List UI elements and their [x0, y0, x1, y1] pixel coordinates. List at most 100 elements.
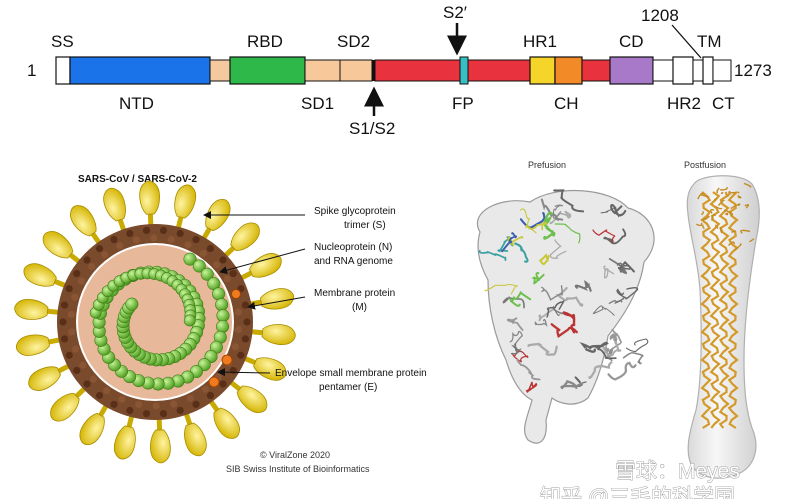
- postfusion-ribbon: [737, 191, 740, 194]
- ss-label: SS: [51, 32, 74, 51]
- membrane-protein: [126, 229, 134, 238]
- membrane-protein: [83, 380, 91, 388]
- prefusion-ribbon: [531, 272, 545, 285]
- postfusion-ribbon: [728, 190, 736, 194]
- membrane-protein: [192, 236, 200, 244]
- postfusion-ribbon: [743, 182, 752, 188]
- prefusion-ribbon: [552, 204, 564, 219]
- prefusion-ribbon: [543, 226, 556, 240]
- postfusion-ribbon: [697, 192, 705, 200]
- domain-map: 1 1273 SS RBD SD2 HR1 CD TM 1208 S2′ NTD: [27, 3, 772, 138]
- domain-hr1-box: [529, 56, 556, 85]
- membrane-protein: [126, 406, 134, 415]
- domain-tm-box: [702, 56, 714, 85]
- white-segment-2: [692, 59, 704, 82]
- membrane-protein: [176, 406, 184, 415]
- membrane-protein: [88, 263, 96, 271]
- s1s2-cleavage-bar: [372, 60, 375, 81]
- s2-segment-3: [581, 59, 611, 82]
- domain-fp-box: [459, 56, 469, 85]
- credit-line-1: © ViralZone 2020: [260, 450, 330, 460]
- membrane-protein: [71, 345, 80, 353]
- membrane-protein: [176, 229, 184, 238]
- nucleo-bead: [192, 259, 206, 273]
- membrane-protein: [201, 385, 209, 393]
- postfusion-ribbon: [701, 215, 710, 221]
- membrane-protein: [83, 256, 91, 264]
- membrane-protein: [101, 251, 109, 259]
- domain-ss-box: [55, 56, 71, 85]
- membrane-protein: [65, 285, 73, 293]
- membrane-protein: [219, 380, 227, 388]
- postfusion-ribbon: [727, 193, 731, 197]
- nucleo-bead: [215, 298, 229, 312]
- sd1-label: SD1: [301, 94, 334, 113]
- prefusion-ribbon: [603, 265, 615, 279]
- virion-body: [14, 180, 296, 464]
- prefusion-ribbon: [622, 351, 644, 365]
- start-residue-label: 1: [27, 61, 36, 80]
- membrane-protein: [237, 351, 245, 359]
- prefusion-ribbon: [516, 358, 541, 381]
- membrane-protein: [67, 310, 75, 319]
- membrane-protein: [142, 410, 151, 418]
- membrane-protein: [186, 394, 194, 402]
- prefusion-ribbon: [602, 340, 622, 357]
- membrane-protein: [95, 391, 104, 400]
- envelope-label-2: pentamer (E): [319, 382, 377, 393]
- prefusion-ribbon: [540, 198, 564, 222]
- postfusion-ribbon: [702, 224, 705, 230]
- prefusion-ribbon: [514, 242, 529, 263]
- membrane-protein: [135, 400, 143, 409]
- ct-label: CT: [712, 94, 735, 113]
- prefusion-ribbon: [609, 333, 618, 342]
- ntd-label: NTD: [119, 94, 154, 113]
- membrane-protein: [150, 234, 158, 242]
- nucleocapsid-beads: [89, 252, 230, 391]
- credit-line-2: SIB Swiss Institute of Bioinformatics: [226, 464, 370, 474]
- membrane-protein: [132, 236, 140, 244]
- envelope-pentamers: [208, 289, 241, 388]
- postfusion-ribbon: [740, 229, 751, 234]
- postfusion-helix: [718, 191, 730, 429]
- cd-label: CD: [619, 32, 644, 51]
- domain-cd-box: [609, 56, 654, 85]
- domain-sd1-box: [304, 59, 341, 82]
- prefusion-ribbon: [534, 318, 548, 327]
- residue-1208-label: 1208: [641, 6, 679, 25]
- postfusion-ribbon: [728, 241, 735, 246]
- membrane-protein: [152, 402, 160, 410]
- prefusion-ribbon: [608, 258, 628, 275]
- membrane-protein: [231, 343, 239, 351]
- hr1-label: HR1: [523, 32, 557, 51]
- domain-ch-box: [554, 56, 583, 85]
- membrane-protein: [243, 318, 251, 326]
- prefusion-ribbon: [519, 208, 537, 234]
- prefusion-ribbon: [616, 263, 631, 273]
- spike-trimer: [139, 180, 160, 231]
- hr2-label: HR2: [667, 94, 701, 113]
- prefusion-ribbon: [616, 287, 639, 300]
- spike-trimer: [246, 324, 296, 345]
- membrane-protein: [60, 335, 69, 343]
- rbd-label: RBD: [247, 32, 283, 51]
- watermark-line-2: 知乎 @三毛的科学国: [540, 486, 735, 499]
- white-segment-1: [652, 59, 674, 82]
- membrane-label-2: (M): [352, 302, 367, 313]
- postfusion-ribbons: [696, 182, 755, 429]
- membrane-protein: [67, 328, 76, 336]
- membrane-protein: [116, 242, 124, 250]
- s2-segment-2: [467, 59, 531, 82]
- membrane-protein: [192, 400, 200, 408]
- domain-hr2-box: [672, 56, 694, 85]
- membrane-protein: [212, 261, 221, 269]
- membrane-protein: [199, 249, 207, 257]
- prefusion-ribbon: [510, 343, 522, 355]
- watermark-line-1: 雪球：Meyes: [615, 460, 740, 483]
- prefusion-ribbon: [554, 223, 581, 244]
- prefusion-ribbon: [579, 341, 603, 353]
- nucleo-bead: [125, 297, 139, 311]
- fp-label: FP: [452, 94, 474, 113]
- nucleo-bead: [216, 309, 230, 323]
- membrane-protein: [159, 226, 168, 234]
